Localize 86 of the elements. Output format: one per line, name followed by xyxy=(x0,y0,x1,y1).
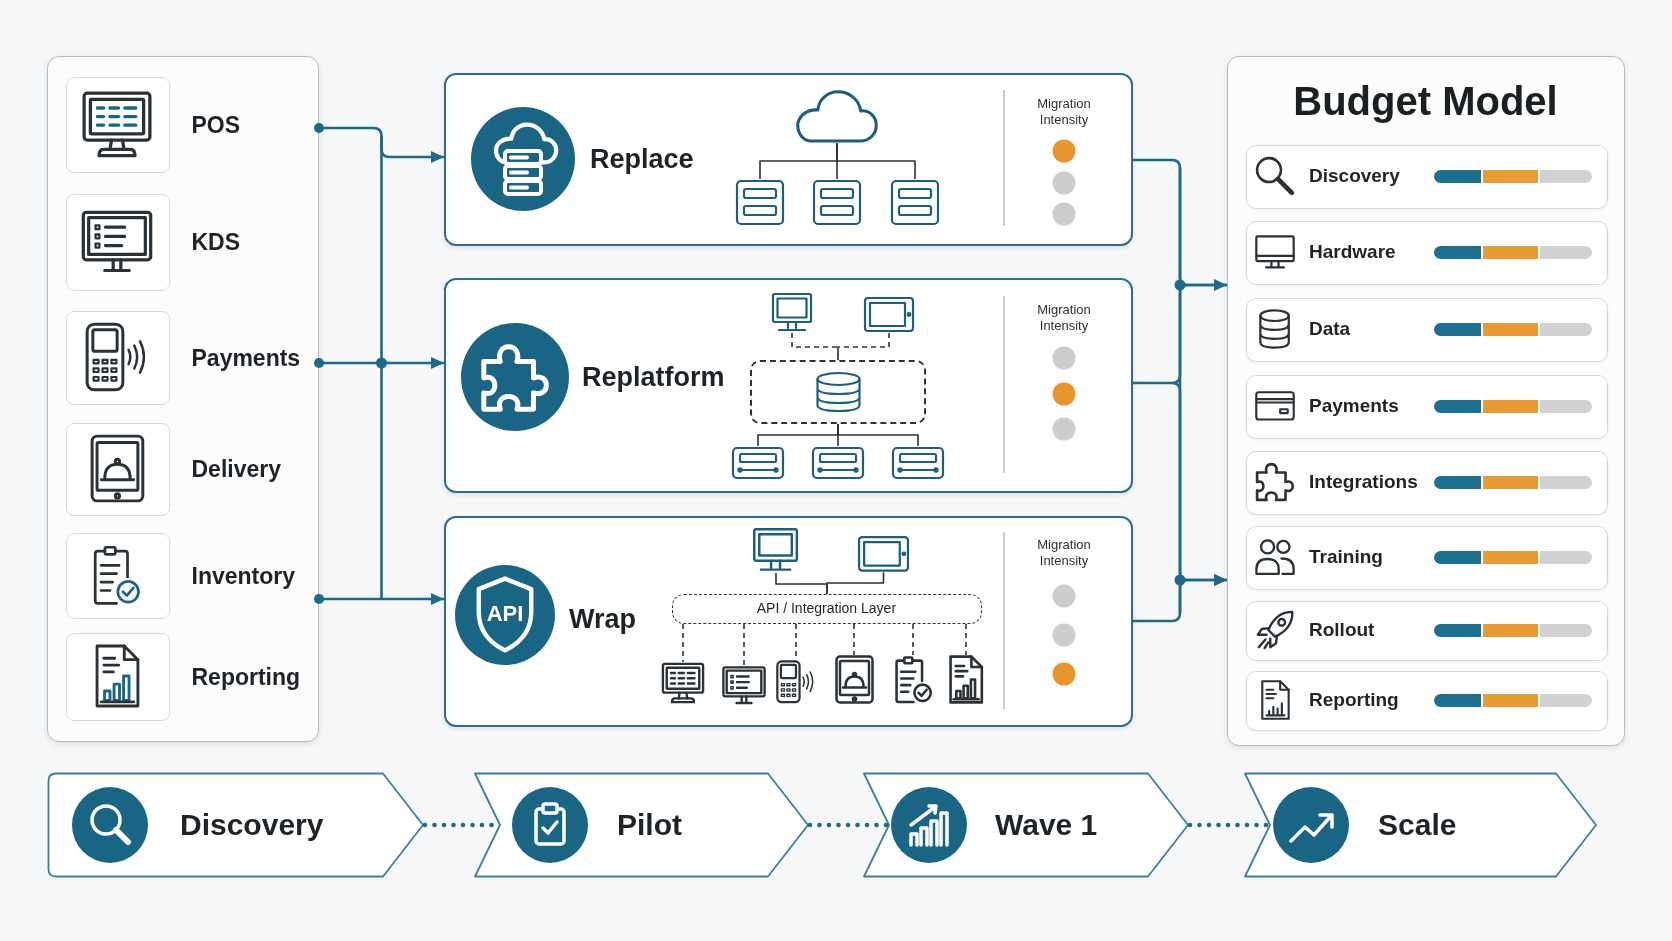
intensity-label: Migration Intensity xyxy=(1036,96,1092,128)
system-label: Payments xyxy=(191,343,301,372)
icon-tile xyxy=(65,310,170,405)
dashed-line xyxy=(743,623,745,667)
budget-row xyxy=(1245,525,1608,590)
budget-row xyxy=(1245,374,1608,439)
system-label: POS xyxy=(191,110,241,139)
budget-row xyxy=(1245,144,1608,209)
connector-line xyxy=(1178,168,1182,613)
monitor-icon xyxy=(771,292,813,333)
strategy-title: Wrap xyxy=(569,603,636,635)
connector-line xyxy=(836,142,916,180)
budget-row xyxy=(1245,600,1608,661)
budget-panel xyxy=(1227,56,1625,746)
budget-row xyxy=(1245,450,1608,515)
budget-row xyxy=(1245,297,1608,362)
arrow xyxy=(1133,158,1227,291)
row-label: Data xyxy=(1309,317,1351,341)
server-unit-icon xyxy=(731,446,785,480)
dashed-line xyxy=(965,623,967,656)
phase-step xyxy=(47,772,425,878)
intensity-label: Migration Intensity xyxy=(1036,302,1092,334)
strategy-card xyxy=(444,516,1133,727)
connector-line xyxy=(826,571,885,595)
icon-tile xyxy=(65,76,170,173)
system-label: KDS xyxy=(191,228,241,256)
row-label: Reporting xyxy=(1309,688,1399,712)
strategy-title: Replatform xyxy=(582,361,725,393)
server-icon xyxy=(890,179,940,226)
phase-label: Discovery xyxy=(180,807,324,843)
payment-terminal-icon xyxy=(776,660,816,704)
arrow xyxy=(1133,574,1227,623)
tablet-icon xyxy=(857,534,910,573)
clipboard-check-icon xyxy=(893,655,933,704)
system-label: Reporting xyxy=(191,662,301,691)
strategy-title: Replace xyxy=(590,143,694,175)
icon-tile xyxy=(65,422,170,516)
intensity-label: Migration Intensity xyxy=(1036,537,1092,569)
icon-tile xyxy=(65,193,170,291)
layer-label: API / Integration Layer xyxy=(756,599,897,618)
server-icon xyxy=(735,179,785,226)
dashed-line xyxy=(853,623,855,656)
dashed-line xyxy=(682,623,684,663)
icon-tile xyxy=(65,532,170,619)
system-label: Inventory xyxy=(191,561,296,590)
phase-step xyxy=(1243,772,1598,878)
phase-label: Scale xyxy=(1378,807,1457,843)
server-unit-icon xyxy=(811,446,865,480)
panel-title: Budget Model xyxy=(1293,77,1558,125)
connector-line xyxy=(380,136,383,599)
row-label: Training xyxy=(1309,545,1383,569)
arrow xyxy=(314,593,444,605)
row-label: Integrations xyxy=(1309,470,1418,494)
dashed-frame xyxy=(750,360,926,424)
arrow xyxy=(314,123,444,163)
strategy-card xyxy=(444,278,1133,493)
cloud-shape xyxy=(795,88,879,144)
monitor-icon xyxy=(752,527,800,573)
phase-label: Pilot xyxy=(617,807,682,843)
report-chart-icon xyxy=(948,655,984,704)
budget-row xyxy=(1245,220,1608,285)
connector-line xyxy=(837,423,919,447)
row-label: Payments xyxy=(1309,394,1399,418)
row-label: Hardware xyxy=(1309,240,1396,264)
phase-step xyxy=(473,772,810,878)
row-label: Discovery xyxy=(1309,164,1400,188)
server-unit-icon xyxy=(891,446,945,480)
list-monitor-icon xyxy=(722,665,766,704)
tablet-icon xyxy=(863,296,915,333)
server-icon xyxy=(812,179,862,226)
row-label: Rollout xyxy=(1309,618,1375,642)
dashed-line xyxy=(791,332,839,361)
phase-label: Wave 1 xyxy=(995,807,1098,843)
phase-step xyxy=(862,772,1190,878)
monitor-icon xyxy=(661,661,705,704)
icon-tile xyxy=(65,632,170,721)
budget-row xyxy=(1245,670,1608,731)
arrow xyxy=(314,357,444,369)
dashed-line xyxy=(837,332,890,361)
badge-text: API xyxy=(486,601,524,627)
dashed-line xyxy=(912,623,914,656)
tablet-cloche-icon xyxy=(834,655,874,704)
strategy-card xyxy=(444,73,1133,246)
integration-layer xyxy=(672,594,982,624)
system-panel xyxy=(47,56,319,742)
system-label: Delivery xyxy=(191,455,281,483)
